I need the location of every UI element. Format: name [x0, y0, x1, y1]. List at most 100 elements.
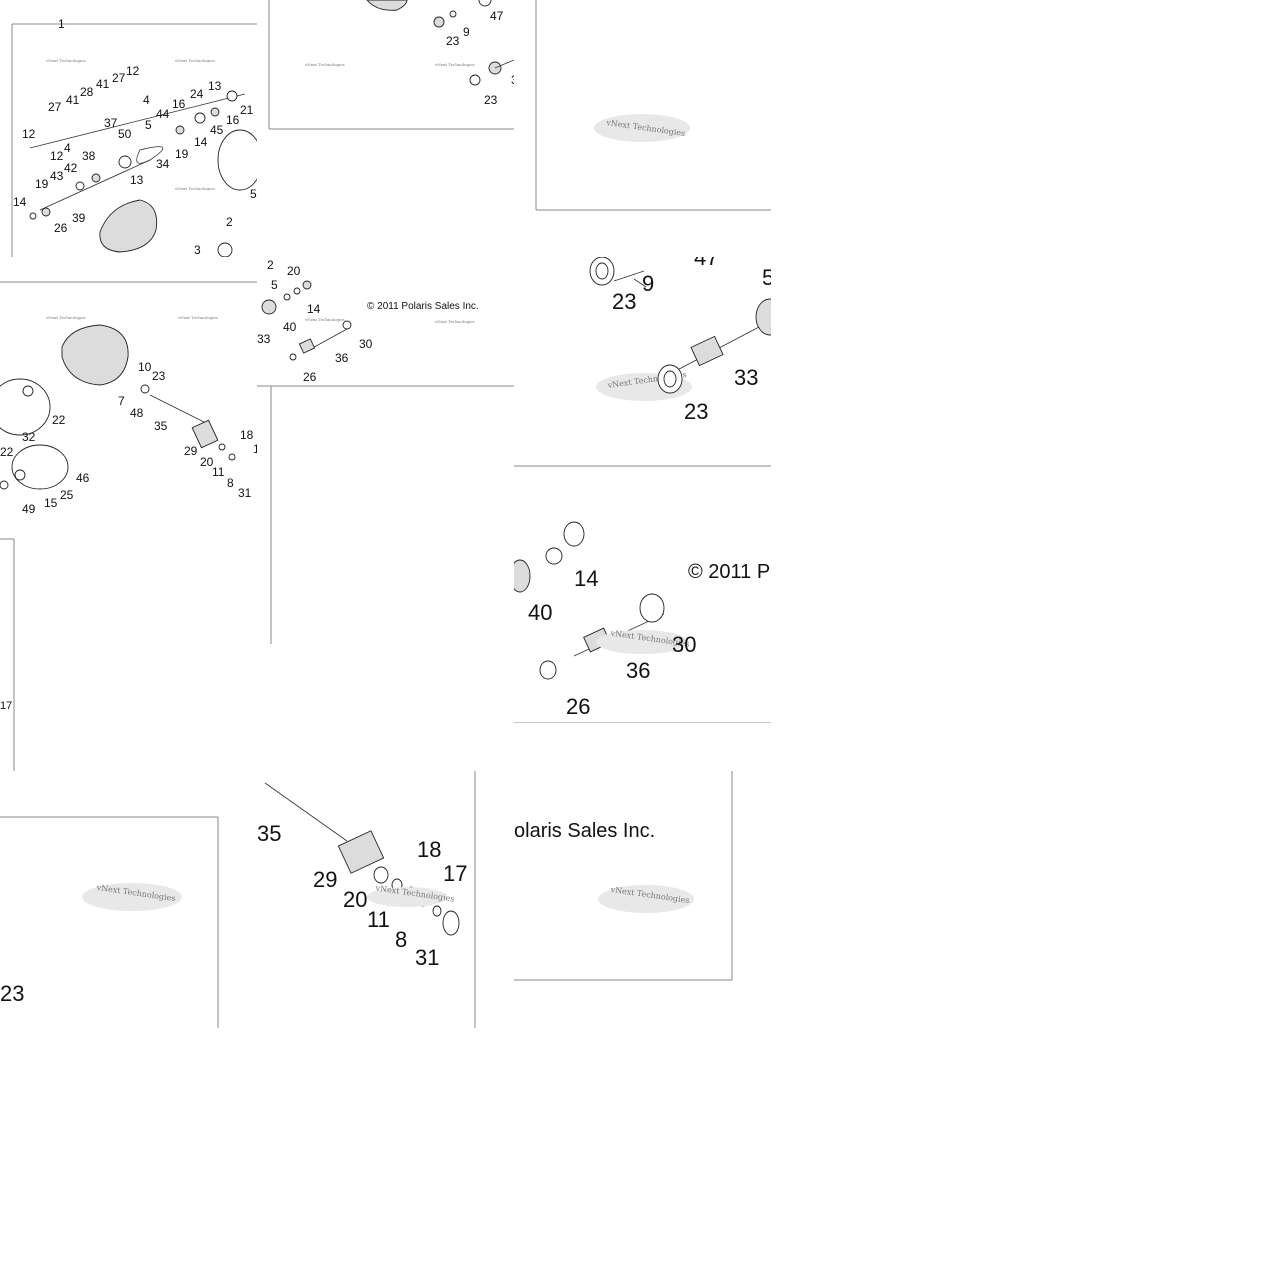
svg-text:20: 20 [287, 264, 301, 278]
svg-text:vNext Technologies: vNext Technologies [434, 319, 475, 324]
svg-text:17: 17 [443, 861, 467, 886]
diagram-tile-middle-lower [257, 514, 514, 771]
svg-text:14: 14 [574, 566, 598, 591]
svg-text:36: 36 [335, 351, 349, 365]
part-number-labels: 1 12 27 41 28 41 27 12 4 37 24 13 16 21 … [13, 17, 257, 257]
part-number-labels: 2 20 5 14 40 33 30 36 26 [257, 258, 373, 384]
svg-text:29: 29 [313, 867, 337, 892]
svg-text:vNext Technologies: vNext Technologies [45, 58, 86, 63]
svg-text:1: 1 [253, 442, 257, 456]
svg-text:23: 23 [684, 399, 708, 424]
svg-text:5: 5 [762, 265, 771, 290]
svg-text:28: 28 [80, 85, 94, 99]
diagram-tile-top-middle: vNext Technologies vNext Technologies 47… [257, 0, 514, 257]
svg-text:41: 41 [96, 77, 110, 91]
svg-text:9: 9 [642, 271, 654, 296]
svg-text:7: 7 [118, 394, 125, 408]
svg-text:36: 36 [626, 658, 650, 683]
svg-text:vNext Technologies: vNext Technologies [177, 315, 218, 320]
svg-text:4: 4 [64, 141, 71, 155]
watermark: vNext Technologies vNext Technologies vN… [45, 58, 215, 191]
svg-text:8: 8 [395, 927, 407, 952]
svg-text:18: 18 [417, 837, 441, 862]
svg-text:2: 2 [226, 215, 233, 229]
svg-text:14: 14 [307, 302, 321, 316]
svg-text:30: 30 [672, 632, 696, 657]
svg-text:33: 33 [257, 332, 271, 346]
svg-text:45: 45 [210, 123, 224, 137]
svg-text:5: 5 [250, 187, 257, 201]
svg-text:23: 23 [446, 34, 460, 48]
svg-text:47: 47 [694, 257, 718, 270]
diagram-tile-overview: vNext Technologies vNext Technologies vN… [0, 0, 257, 257]
svg-text:50: 50 [118, 127, 132, 141]
svg-text:34: 34 [156, 157, 170, 171]
svg-text:4: 4 [143, 93, 150, 107]
diagram-tile-middle: vNext Technologies vNext Technologies © … [257, 257, 514, 514]
svg-text:14: 14 [194, 135, 208, 149]
svg-text:23: 23 [484, 93, 498, 107]
svg-text:16: 16 [226, 113, 240, 127]
diagram-tile-bottom-right: olaris Sales Inc. vNext Technologies [514, 771, 771, 1028]
svg-text:5: 5 [271, 278, 278, 292]
svg-text:22: 22 [52, 413, 66, 427]
svg-text:13: 13 [208, 79, 222, 93]
copyright: © 2011 Polaris Sales Inc. [367, 301, 479, 312]
svg-text:12: 12 [50, 149, 64, 163]
svg-text:40: 40 [283, 320, 297, 334]
svg-text:26: 26 [303, 370, 317, 384]
copyright-fragment: olaris Sales Inc. [514, 820, 655, 842]
copyright-fragment: © 2011 Po [688, 561, 771, 583]
svg-text:23: 23 [152, 369, 166, 383]
svg-text:vNext Technologies: vNext Technologies [45, 315, 86, 320]
part-number-labels: 47 23 9 23 3 [446, 9, 514, 107]
svg-text:26: 26 [54, 221, 68, 235]
svg-text:10: 10 [138, 360, 152, 374]
svg-text:19: 19 [175, 147, 189, 161]
part-number-labels: 23 9 47 5 33 23 [612, 257, 771, 424]
diagram-tile-top-right: vNext Technologies [514, 0, 771, 257]
svg-text:35: 35 [257, 821, 281, 846]
svg-text:35: 35 [154, 419, 168, 433]
svg-text:16: 16 [172, 97, 186, 111]
svg-text:31: 31 [238, 486, 252, 500]
svg-text:9: 9 [463, 25, 470, 39]
svg-text:39: 39 [72, 211, 86, 225]
svg-text:18: 18 [240, 428, 254, 442]
diagram-tile-bottom-left: vNext Technologies 23 [0, 771, 257, 1028]
diagram-tile-right-lower: © 2011 Po vNext Technologies 14 40 30 36… [514, 466, 771, 723]
watermark: vNext Technologies [596, 628, 690, 654]
part-number-labels: 10 23 7 48 35 22 32 22 18 1 46 29 20 11 … [0, 360, 257, 514]
svg-text:12: 12 [126, 64, 140, 78]
diagram-tile-lower-left: vNext Technologies vNext Technologies 10… [0, 257, 257, 514]
diagram-tile-bottom-middle: vNext Technologies 35 18 17 29 20 11 8 3… [257, 771, 514, 1028]
svg-text:31: 31 [415, 945, 439, 970]
svg-text:41: 41 [66, 93, 80, 107]
svg-text:vNext Technologies: vNext Technologies [304, 62, 345, 67]
watermark: vNext Technologies [82, 883, 182, 911]
svg-text:46: 46 [76, 471, 90, 485]
svg-text:23: 23 [612, 289, 636, 314]
svg-text:30: 30 [359, 337, 373, 351]
svg-text:5: 5 [145, 118, 152, 132]
svg-text:vNext Technologies: vNext Technologies [304, 317, 345, 322]
part-number-labels: 35 18 17 29 20 11 8 31 [257, 821, 467, 970]
svg-text:8: 8 [227, 476, 234, 490]
watermark: vNext Technologies [594, 114, 690, 142]
svg-text:vNext Technologies: vNext Technologies [174, 186, 215, 191]
watermark: vNext Technologies [598, 885, 694, 913]
svg-text:12: 12 [22, 127, 36, 141]
svg-text:38: 38 [82, 149, 96, 163]
svg-text:vNext Technologies: vNext Technologies [434, 62, 475, 67]
diagram-tile-left-middle: 17 [0, 514, 257, 771]
svg-text:20: 20 [343, 887, 367, 912]
svg-text:37: 37 [104, 116, 118, 130]
svg-text:19: 19 [35, 177, 49, 191]
svg-text:44: 44 [156, 107, 170, 121]
svg-text:13: 13 [130, 173, 144, 187]
svg-text:43: 43 [50, 169, 64, 183]
svg-text:3: 3 [194, 243, 201, 257]
svg-text:33: 33 [734, 365, 758, 390]
svg-text:15: 15 [44, 496, 58, 510]
svg-text:25: 25 [60, 488, 74, 502]
